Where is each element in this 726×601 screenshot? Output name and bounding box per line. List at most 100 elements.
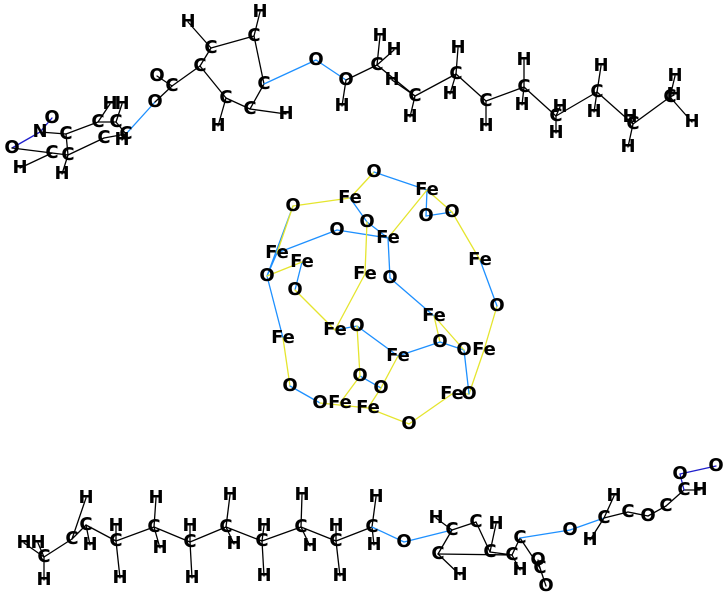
ligand-top-bond (65, 121, 99, 135)
cluster-center-atom-iron: Fe (386, 345, 410, 366)
cluster-center-bond (439, 341, 465, 351)
ligand-top-bond (523, 86, 557, 117)
ligand-top-bond (199, 47, 212, 67)
cluster-center-bond (266, 261, 303, 277)
ligand-bottom-bond (189, 526, 227, 543)
ligand-bottom-bond (261, 526, 302, 542)
ligand-top-bond (225, 97, 251, 110)
ligand-top-atom-carbon: C (243, 98, 256, 119)
cluster-center-atom-oxygen: O (329, 219, 344, 240)
ligand-top-atom-hydrogen: H (548, 122, 563, 143)
ligand-top-atom-hydrogen: H (622, 106, 637, 127)
ligand-top-atom-carbon: C (449, 63, 462, 84)
ligand-bottom-atom-oxygen: O (672, 463, 687, 484)
ligand-bottom-bond (335, 526, 373, 542)
ligand-bottom-atom-carbon: C (513, 527, 526, 548)
ligand-top-atom-carbon: C (479, 90, 492, 111)
cluster-center-bond (294, 261, 303, 291)
ligand-top-bond (449, 73, 457, 95)
ligand-top-bond (187, 21, 212, 49)
ligand-top-bond (253, 35, 265, 85)
ligand-top-atom-hydrogen: H (334, 95, 349, 116)
cluster-center-bond (282, 337, 291, 387)
cluster-center-atom-iron: Fe (468, 249, 492, 270)
ligand-top-bond (121, 133, 127, 141)
cluster-center-atom-iron: Fe (328, 392, 352, 413)
ligand-top-atom-carbon: C (97, 127, 110, 148)
ligand-top-bond (210, 35, 255, 49)
cluster-center-bond (276, 205, 294, 254)
cluster-center-bond (336, 229, 389, 239)
ligand-bottom-bond (451, 521, 477, 531)
ligand-top-bond (455, 73, 487, 102)
ligand-top-bond (39, 131, 67, 135)
ligand-top-atom-carbon: C (549, 105, 562, 126)
ligand-top-atom-oxygen: O (147, 91, 162, 112)
ligand-bottom-bond (189, 541, 193, 579)
ligand-bottom-bond (153, 497, 157, 528)
cluster-center-atom-oxygen: O (489, 295, 504, 316)
ligand-bottom-bond (627, 511, 649, 517)
ligand-top-atom-carbon: C (517, 76, 530, 97)
ligand-bottom-bond (403, 529, 453, 543)
ligand-top-bond (67, 137, 105, 156)
cluster-center-bond (319, 402, 369, 409)
ligand-top-bond (249, 108, 287, 115)
ligand-top-bond (154, 85, 173, 103)
ligand-bottom-atom-hydrogen: H (256, 515, 271, 536)
ligand-top-atom-carbon: C (663, 86, 676, 107)
ligand-bottom-atom-carbon: C (79, 514, 92, 535)
ligand-bottom-bond (679, 465, 717, 475)
ligand-top-bond (249, 83, 265, 110)
ligand-top-atom-hydrogen: H (516, 49, 531, 70)
ligand-top-atom-carbon: C (219, 87, 232, 108)
ligand-top-bond (376, 35, 381, 66)
ligand-top-atom-hydrogen: H (102, 93, 117, 114)
ligand-top-atom-hydrogen: H (666, 84, 681, 105)
cluster-center-bond (334, 273, 366, 331)
ligand-bottom-atom-oxygen: O (708, 455, 723, 476)
ligand-bottom-atom-hydrogen: H (78, 487, 93, 508)
cluster-center-atom-oxygen: O (461, 383, 476, 404)
ligand-top-bond (61, 154, 69, 175)
cluster-center-bond (408, 393, 453, 425)
ligand-top-atom-hydrogen: H (667, 65, 682, 86)
ligand-top-bond (593, 91, 598, 113)
ligand-bottom-bond (647, 505, 667, 517)
ligand-bottom-atom-carbon: C (365, 516, 378, 537)
ligand-top-atom-carbon: C (61, 144, 74, 165)
ligand-top-bond (391, 79, 416, 97)
ligand-top-bond (19, 152, 53, 169)
ligand-top-bond (409, 95, 416, 118)
ligand-top-bond (115, 121, 127, 135)
ligand-top-atom-hydrogen: H (586, 101, 601, 122)
ligand-top-atom-carbon: C (91, 111, 104, 132)
cluster-center-atom-oxygen: O (418, 205, 433, 226)
cluster-center-bond (468, 349, 485, 395)
cluster-center-bond (334, 325, 358, 331)
ligand-bottom-atom-carbon: C (505, 544, 518, 565)
ligand-top-atom-hydrogen: H (514, 94, 529, 115)
ligand-bottom-atom-carbon: C (659, 495, 672, 516)
ligand-top-atom-carbon: C (626, 113, 639, 134)
cluster-center-bond (426, 189, 453, 213)
cluster-center-bond (276, 229, 338, 254)
cluster-center-atom-iron: Fe (265, 242, 289, 263)
ligand-top-atom-hydrogen: H (552, 96, 567, 117)
ligand-top-bond (263, 59, 317, 85)
cluster-center-bond (367, 387, 382, 409)
cluster-center-atom-oxygen: O (444, 201, 459, 222)
ligand-bottom-bond (437, 553, 513, 556)
cluster-center-bond (387, 237, 391, 279)
ligand-top-atom-hydrogen: H (620, 136, 635, 157)
ligand-top-atom-carbon: C (165, 75, 178, 96)
ligand-bottom-atom-hydrogen: H (302, 535, 317, 556)
ligand-bottom-bond (371, 496, 377, 528)
ligand-top-atom-carbon: C (193, 55, 206, 76)
cluster-center-atom-oxygen: O (432, 331, 447, 352)
ligand-top-bond (253, 11, 261, 37)
ligand-bottom-atom-carbon: C (431, 543, 444, 564)
cluster-center-atom-oxygen: O (401, 413, 416, 434)
ligand-bottom-bond (511, 537, 521, 556)
ligand-bottom-bond (603, 495, 615, 519)
